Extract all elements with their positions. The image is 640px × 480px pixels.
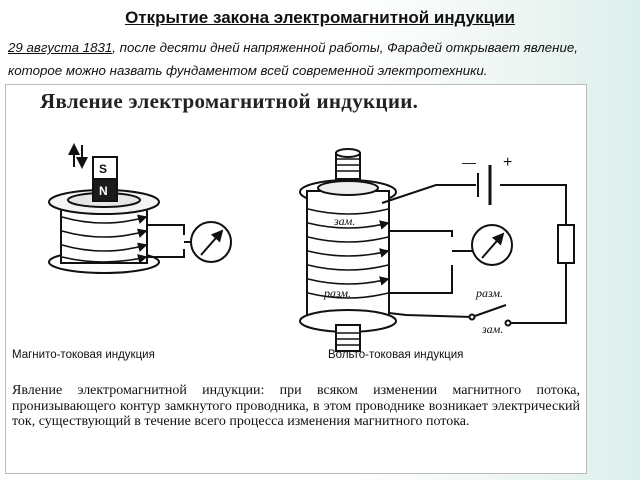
resistor-icon — [557, 224, 575, 264]
slide-title: Открытие закона электромагнитной индукци… — [125, 8, 515, 27]
left-coil-icon — [48, 189, 160, 274]
primary-circuit-wires — [381, 184, 567, 324]
bar-magnet-icon: S N — [92, 156, 118, 202]
label-close-coil: зам. — [333, 214, 355, 228]
induction-drawing: S N — [48, 143, 575, 352]
battery-icon: — + — [462, 154, 512, 205]
figure-title: Явление электромагнитной индукции. — [40, 89, 419, 113]
intro-paragraph: 29 августа 1831, после десяти дней напря… — [8, 36, 634, 82]
caption-magneto-current: Магнито-токовая индукция — [12, 349, 155, 361]
switch-icon — [468, 304, 512, 327]
battery-minus-label: — — [462, 154, 476, 170]
diagram-figure: Явление электромагнитной индукции. — [5, 84, 587, 474]
intro-text: , после десяти дней напряженной работы, … — [8, 40, 578, 78]
label-open-coil: разм. — [323, 286, 351, 300]
magnet-pole-n: N — [99, 184, 108, 198]
magnet-pole-s: S — [99, 162, 107, 176]
galvanometer-icon — [471, 224, 513, 266]
label-close-switch: зам. — [481, 322, 503, 336]
secondary-circuit-wires — [388, 230, 474, 294]
right-coil-icon — [299, 148, 397, 352]
left-circuit-wires — [146, 224, 192, 258]
definition-text: Явление электромагнитной индукции: при в… — [12, 383, 580, 430]
motion-arrows-icon — [68, 143, 88, 169]
battery-plus-label: + — [503, 154, 512, 171]
caption-volta-current: Вольто-токовая индукция — [328, 349, 464, 361]
intro-date: 29 августа 1831 — [8, 40, 113, 55]
label-open-switch: разм. — [475, 286, 503, 300]
galvanometer-icon — [190, 221, 232, 263]
